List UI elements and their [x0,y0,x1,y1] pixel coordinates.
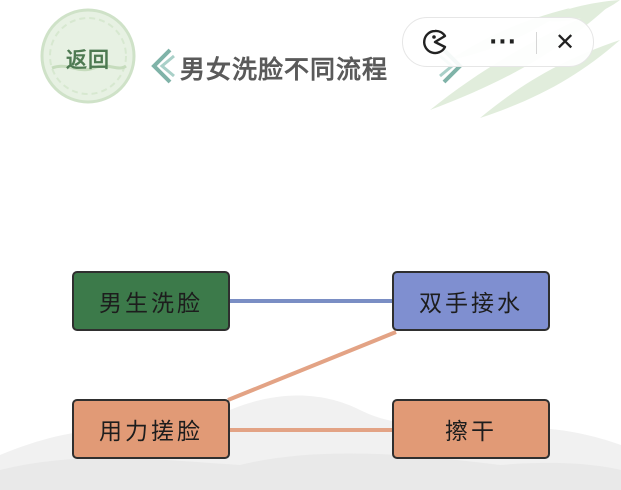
circular-ornament-icon [40,8,136,104]
capsule-divider [536,32,537,54]
card-both-hands-water[interactable]: 双手接水 [392,271,550,331]
chevron-left-ornament-icon [151,48,175,84]
card-male-wash[interactable]: 男生洗脸 [72,271,230,331]
mini-program-capsule: ··· ✕ [402,17,594,67]
close-button[interactable]: ✕ [537,18,593,66]
card-scrub-hard[interactable]: 用力搓脸 [72,399,230,459]
page-title: 男女洗脸不同流程 [180,55,389,84]
share-button[interactable] [407,18,463,66]
line-both-hands-water-to-scrub-hard [227,330,397,402]
close-icon: ✕ [554,28,576,56]
back-label: 返回 [66,47,110,72]
card-wipe-dry[interactable]: 擦干 [392,399,550,459]
more-button[interactable]: ··· [475,18,531,66]
pacman-share-icon [423,29,447,55]
ink-mountains-decoration [0,395,621,490]
back-button[interactable]: 返回 [38,6,138,106]
more-dots-icon: ··· [488,29,518,55]
page-title-bar: 男女洗脸不同流程 [148,44,468,88]
